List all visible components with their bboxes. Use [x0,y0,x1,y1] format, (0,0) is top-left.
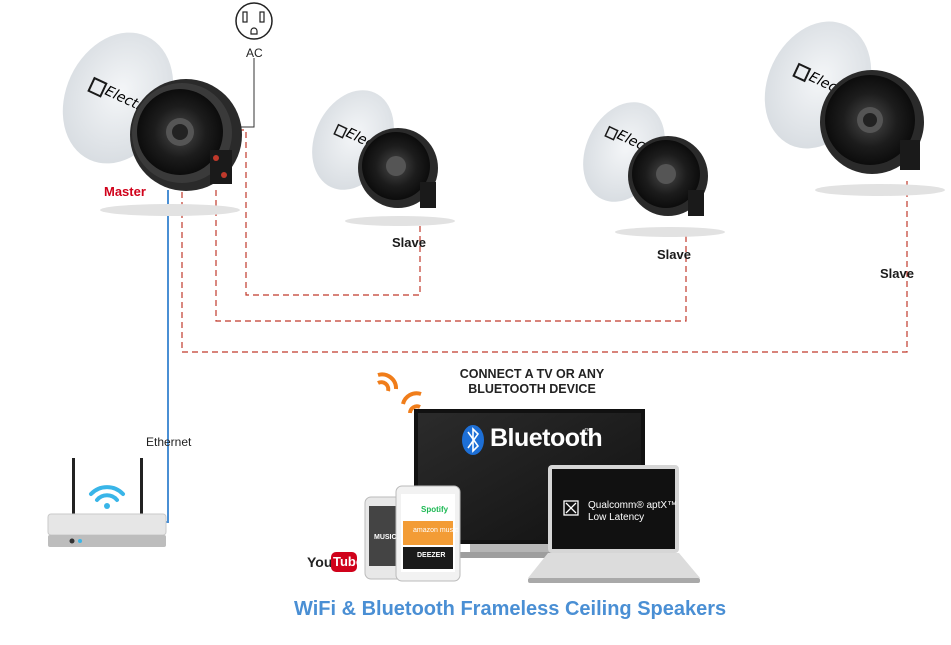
youtube-logo-tube: Tube [333,554,364,569]
signal-arcs-icon [377,372,422,414]
router-antenna-right [140,458,143,516]
apple-music-label: MUSIC [374,534,397,541]
master-label: Master [104,184,146,199]
slave-link-3 [181,180,908,353]
ethernet-cable [150,190,169,523]
slave-speaker-1: Electron [312,90,455,226]
wifi-icon [89,485,125,509]
deezer-label: DEEZER [417,552,446,559]
router-antenna-left [72,458,75,516]
qualcomm-line-1: Qualcomm® aptX™ [588,500,678,511]
ac-power-line [236,58,255,128]
slave-link-1 [238,129,421,296]
slave-label-1: Slave [392,235,426,250]
slave-link-2 [215,190,687,322]
slave-label-3: Slave [880,266,914,281]
tablet-device [395,485,461,582]
ac-outlet-icon [235,2,273,40]
bluetooth-heading: CONNECT A TV OR ANY BLUETOOTH DEVICE [459,367,605,396]
slave-speaker-3: Electron [764,21,945,196]
ac-label: AC [246,46,263,60]
page-title: WiFi & Bluetooth Frameless Ceiling Speak… [294,598,727,620]
youtube-logo-badge [331,552,357,572]
youtube-logo-you: You [307,554,333,570]
bluetooth-wordmark: Bluetooth [490,424,603,452]
wifi-router [47,458,167,547]
bluetooth-trademark: ™ [584,428,591,435]
spotify-label: Spotify [421,505,449,514]
ethernet-label: Ethernet [146,435,192,449]
slave-label-2: Slave [657,247,691,262]
slave-speaker-2: Electron [583,102,725,237]
laptop-device [528,465,700,583]
bluetooth-icon [462,425,484,455]
qualcomm-line-2: Low Latency [588,512,645,523]
master-speaker: Electron [62,32,242,216]
amazon-music-label: amazon music [413,527,459,534]
